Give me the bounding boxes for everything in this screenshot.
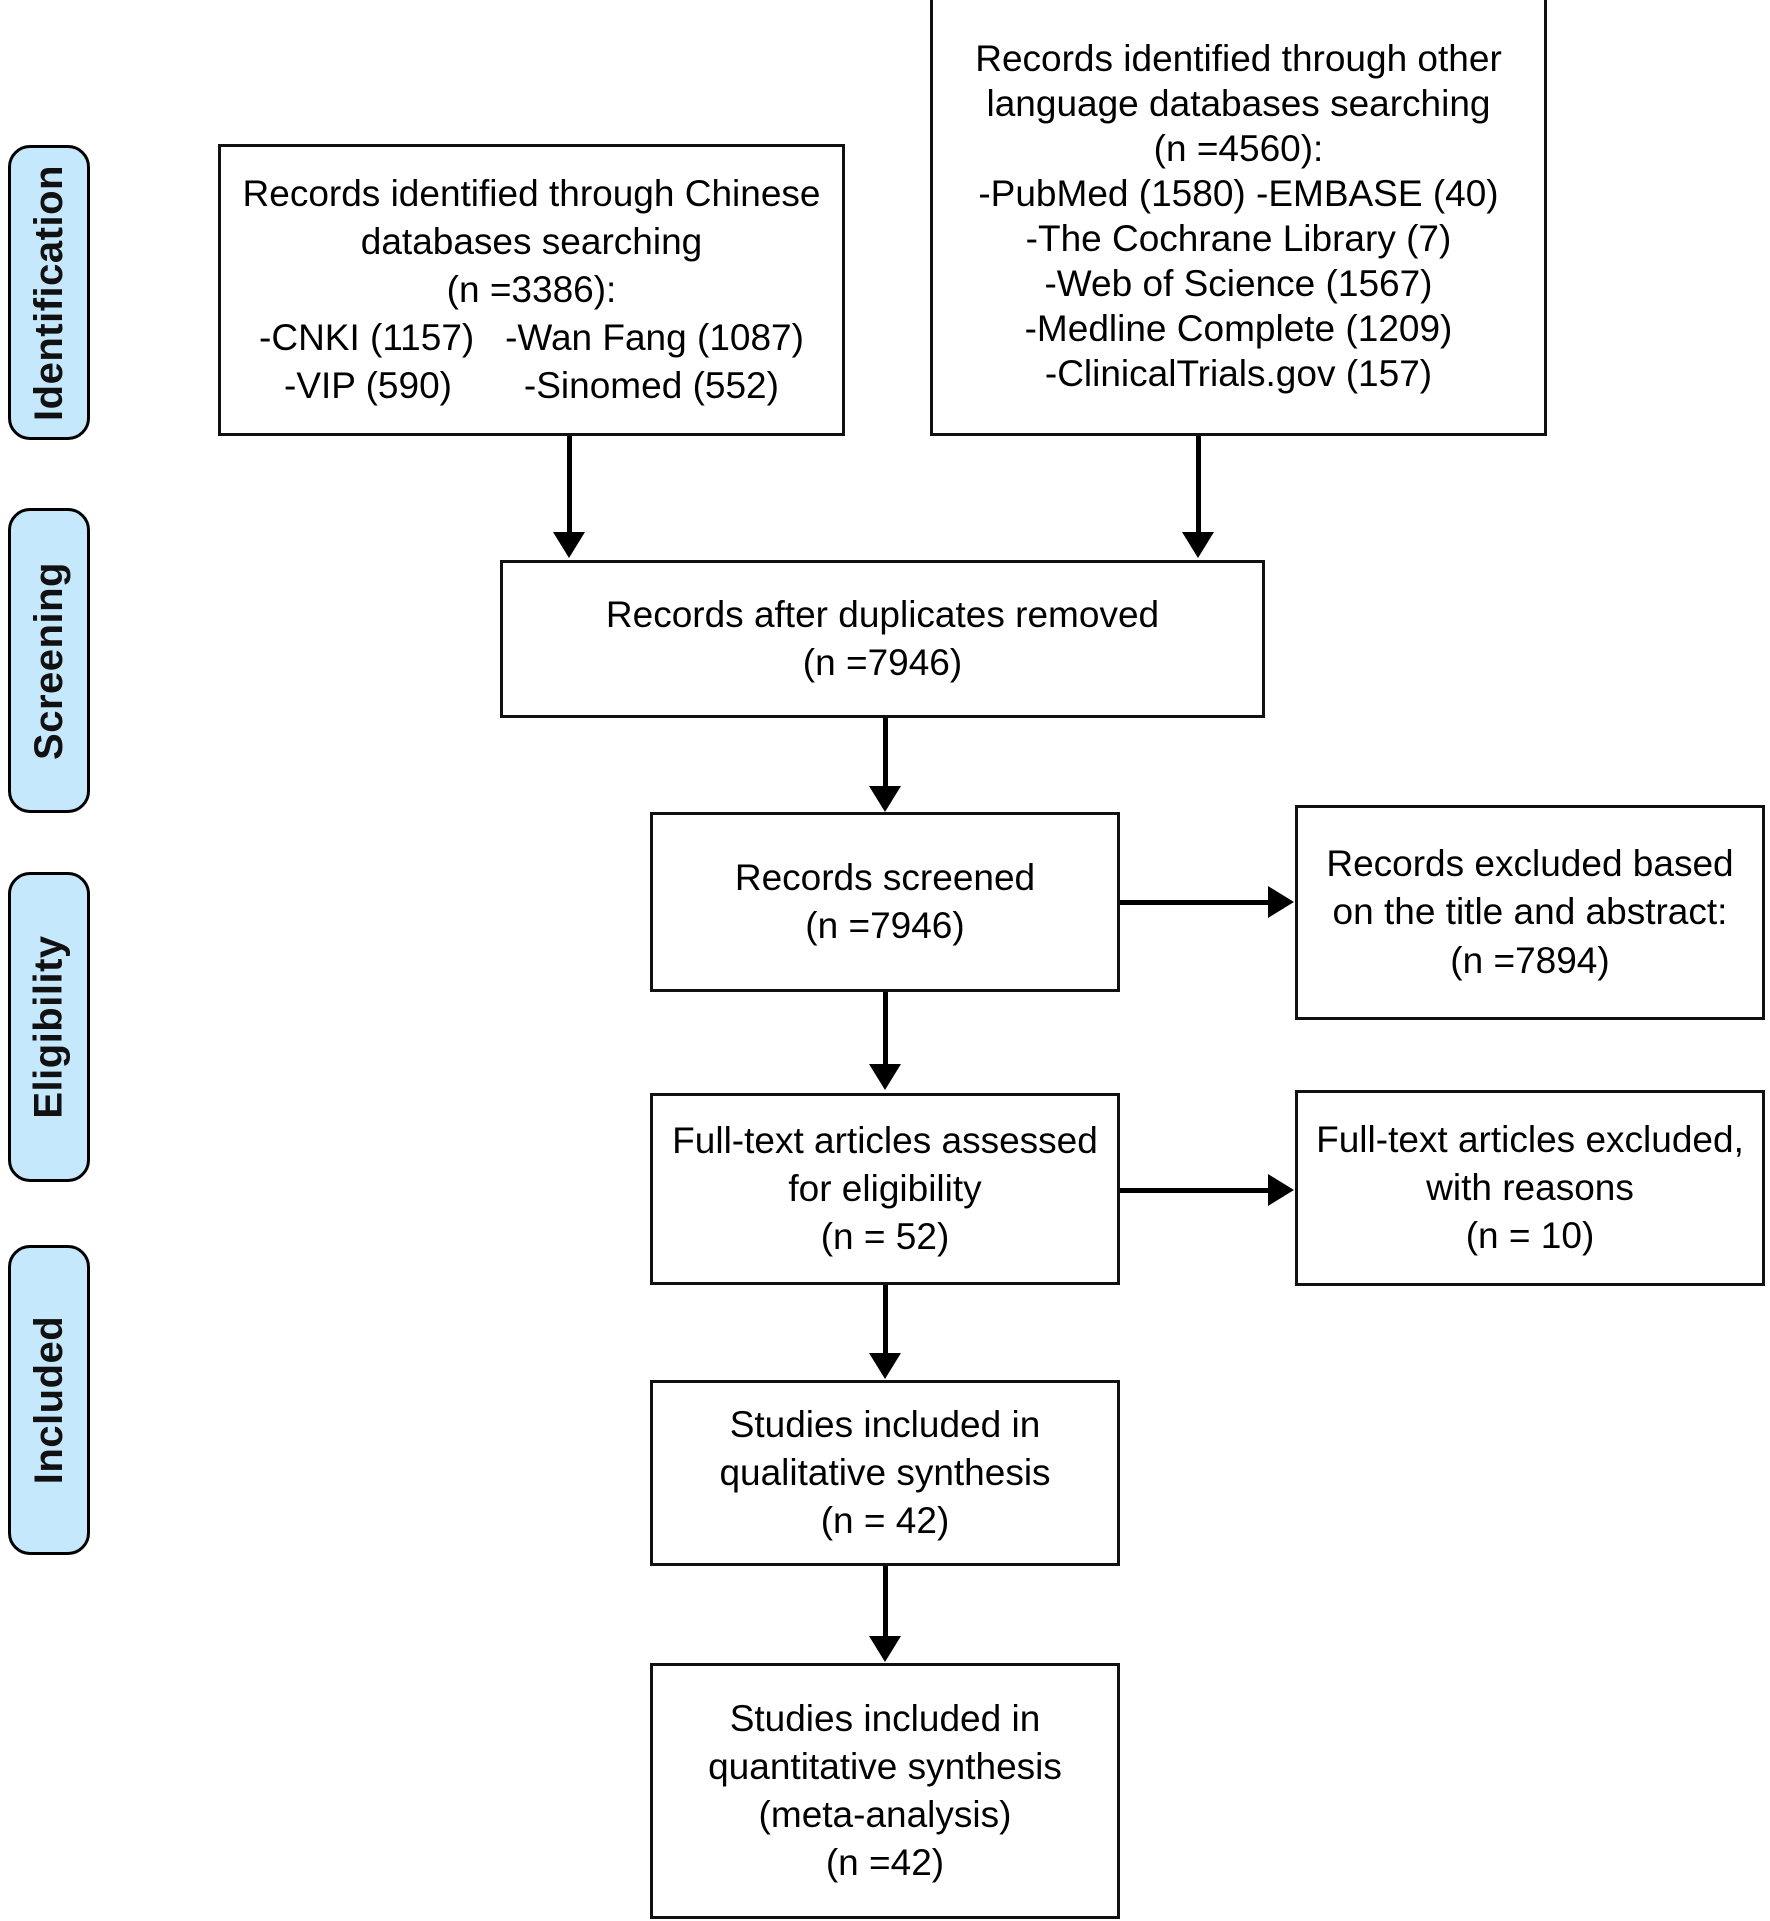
box-duplicates-removed: Records after duplicates removed (n =794… (500, 560, 1265, 718)
box-line: -Medline Complete (1209) (1024, 308, 1453, 350)
connector-duplicates-to-screened (883, 718, 888, 788)
box-line: Records excluded based (1326, 843, 1734, 885)
box-line: quantitative synthesis (708, 1745, 1062, 1787)
stage-tab-included: Included (8, 1245, 90, 1555)
arrowhead-screened-to-excluded (1268, 886, 1294, 918)
arrowhead-other-to-duplicates (1182, 532, 1214, 558)
box-line: on the title and abstract: (1332, 891, 1728, 933)
stage-tab-screening-label: Screening (27, 561, 71, 760)
box-line: (n =7946) (802, 642, 963, 683)
box-line: -CNKI (1157) -Wan Fang (1087) (259, 317, 804, 359)
stage-tab-included-label: Included (27, 1315, 72, 1485)
box-line: language databases searching (986, 82, 1491, 124)
stage-tab-identification-label: Identification (27, 164, 72, 421)
box-fulltext-assessed: Full-text articles assessed for eligibil… (650, 1093, 1120, 1285)
connector-other-to-duplicates (1196, 436, 1201, 534)
box-line: (n =42) (825, 1842, 945, 1884)
box-line: (n =3386): (446, 268, 617, 310)
box-line: (n = 52) (820, 1216, 950, 1258)
connector-fulltext-to-excluded (1120, 1188, 1270, 1193)
arrowhead-screened-to-fulltext (869, 1064, 901, 1090)
box-line: Full-text articles assessed (672, 1119, 1098, 1161)
connector-fulltext-to-qualitative (883, 1285, 888, 1355)
box-line: (n =7946) (805, 905, 965, 946)
box-line: -PubMed (1580) -EMBASE (40) (978, 172, 1499, 214)
box-fulltext-excluded: Full-text articles excluded, with reason… (1295, 1090, 1765, 1286)
box-line: Studies included in (729, 1697, 1041, 1739)
box-line: Records identified through Chinese (242, 172, 821, 214)
box-line: -The Cochrane Library (7) (1025, 218, 1452, 259)
box-line: for eligibility (788, 1167, 982, 1209)
arrowhead-chinese-to-duplicates (553, 532, 585, 558)
box-line: qualitative synthesis (719, 1451, 1051, 1493)
box-line: -Web of Science (1567) (1044, 263, 1433, 305)
box-line: -VIP (590) -Sinomed (552) (284, 365, 779, 407)
box-qualitative-synthesis: Studies included in qualitative synthesi… (650, 1380, 1120, 1566)
box-records-excluded: Records excluded based on the title and … (1295, 805, 1765, 1020)
box-chinese-databases: Records identified through Chinese datab… (218, 144, 845, 436)
box-line: Studies included in (729, 1403, 1041, 1445)
box-quantitative-synthesis: Studies included in quantitative synthes… (650, 1663, 1120, 1919)
arrowhead-duplicates-to-screened (869, 786, 901, 812)
connector-qualitative-to-quantitative (883, 1566, 888, 1638)
connector-chinese-to-duplicates (567, 436, 572, 534)
stage-tab-identification: Identification (8, 145, 90, 440)
connector-screened-to-fulltext (883, 992, 888, 1066)
arrowhead-fulltext-to-qualitative (869, 1353, 901, 1379)
arrowhead-fulltext-to-excluded (1268, 1174, 1294, 1206)
box-line: databases searching (360, 220, 703, 262)
box-line: (n =4560): (1153, 127, 1324, 169)
box-records-screened: Records screened (n =7946) (650, 812, 1120, 992)
box-line: Records after duplicates removed (605, 593, 1160, 635)
box-line: with reasons (1426, 1166, 1634, 1208)
stage-tab-eligibility-label: Eligibility (27, 935, 72, 1119)
box-line: Records identified through other (975, 37, 1502, 79)
box-other-language-databases: Records identified through other languag… (930, 0, 1547, 436)
stage-tab-eligibility: Eligibility (8, 872, 90, 1182)
box-line: -ClinicalTrials.gov (157) (1044, 353, 1433, 395)
stage-tab-screening: Screening (8, 508, 90, 813)
box-line: (n = 42) (820, 1500, 950, 1542)
box-line: (n =7894) (1450, 939, 1610, 981)
arrowhead-qualitative-to-quantitative (869, 1636, 901, 1662)
box-line: (meta-analysis) (758, 1794, 1012, 1835)
box-line: Full-text articles excluded, (1316, 1118, 1744, 1160)
box-line: (n = 10) (1465, 1215, 1595, 1257)
connector-screened-to-excluded (1120, 900, 1270, 905)
box-line: Records screened (734, 856, 1036, 898)
